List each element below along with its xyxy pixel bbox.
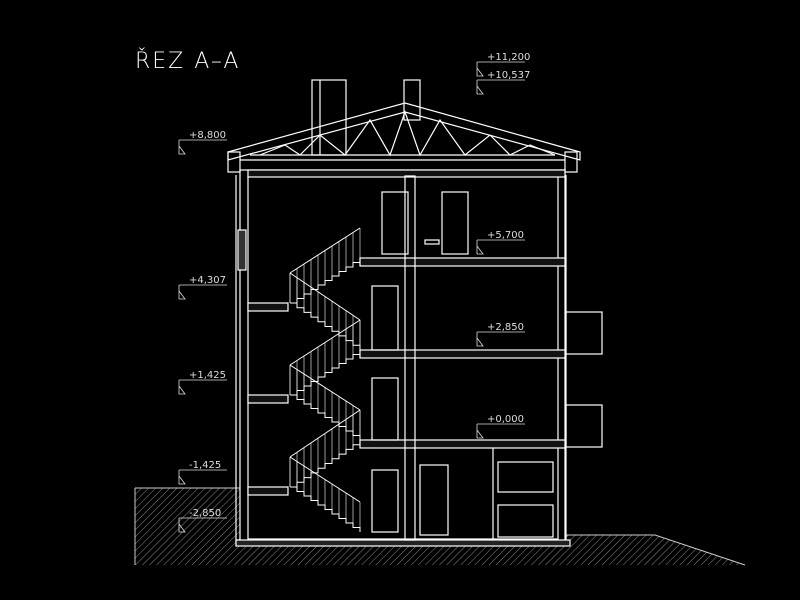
level-marker: +5,700: [476, 230, 525, 255]
roof: [227, 79, 581, 173]
level-label: +11,200: [487, 52, 530, 63]
level-marker: +11,200: [476, 52, 530, 77]
level-label: +0,000: [487, 414, 524, 425]
level-label: +4,307: [189, 275, 226, 286]
level-markers: +11,200 +10,537 +8,800 +5,700 +4,307 +2,850 +1…: [178, 52, 530, 533]
terrain: [134, 487, 746, 566]
staircase: [289, 227, 361, 532]
building: [235, 169, 603, 547]
level-marker: +10,537: [476, 70, 530, 95]
level-label: +2,850: [487, 322, 524, 333]
drawing-title: ŘEZ A–A: [135, 48, 240, 74]
level-label: -2,850: [189, 508, 221, 519]
level-marker: -2,850: [178, 508, 227, 533]
level-marker: +8,800: [178, 130, 227, 155]
level-label: +5,700: [487, 230, 524, 241]
level-marker: +0,000: [476, 414, 525, 439]
level-label: +8,800: [189, 130, 226, 141]
level-label: +10,537: [487, 70, 530, 81]
level-marker: -1,425: [178, 460, 227, 485]
level-marker: +2,850: [476, 322, 525, 347]
level-label: +1,425: [189, 370, 226, 381]
level-marker: +4,307: [178, 275, 227, 300]
level-marker: +1,425: [178, 370, 227, 395]
level-label: -1,425: [189, 460, 221, 471]
